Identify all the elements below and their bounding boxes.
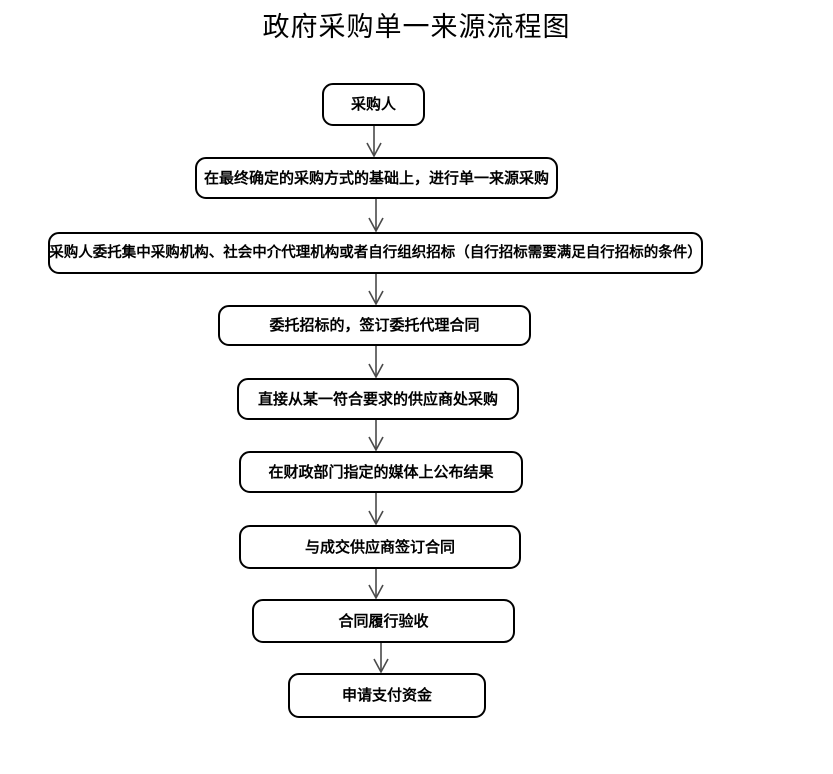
- arrowhead-n4-n5: [368, 363, 384, 379]
- flow-node-single-source-basis[interactable]: 在最终确定的采购方式的基础上，进行单一来源采购: [195, 157, 558, 199]
- arrowhead-n5-n6: [368, 436, 384, 452]
- flow-node-entrust-agency[interactable]: 采购人委托集中采购机构、社会中介代理机构或者自行组织招标（自行招标需要满足自行招…: [48, 232, 703, 274]
- flow-node-label: 直接从某一符合要求的供应商处采购: [257, 389, 498, 408]
- arrowhead-n3-n4: [368, 290, 384, 306]
- flow-node-purchase-from-supplier[interactable]: 直接从某一符合要求的供应商处采购: [237, 378, 519, 420]
- arrowhead-n1-n2: [366, 142, 382, 158]
- flow-node-label: 采购人委托集中采购机构、社会中介代理机构或者自行组织招标（自行招标需要满足自行招…: [49, 244, 702, 261]
- flow-node-label: 在财政部门指定的媒体上公布结果: [268, 462, 494, 481]
- flow-node-label: 申请支付资金: [341, 686, 432, 704]
- flow-node-label: 采购人: [350, 95, 396, 113]
- flow-node-label: 合同履行验收: [338, 611, 429, 630]
- arrowhead-n7-n8: [368, 584, 384, 600]
- flow-node-sign-agency-contract[interactable]: 委托招标的，签订委托代理合同: [218, 305, 531, 346]
- flow-node-purchaser[interactable]: 采购人: [322, 83, 425, 126]
- flow-node-publish-result[interactable]: 在财政部门指定的媒体上公布结果: [239, 451, 523, 493]
- arrowhead-n2-n3: [368, 217, 384, 233]
- flow-node-label: 在最终确定的采购方式的基础上，进行单一来源采购: [204, 168, 550, 187]
- page-title: 政府采购单一来源流程图: [262, 12, 571, 43]
- flow-node-contract-acceptance[interactable]: 合同履行验收: [252, 599, 515, 643]
- arrowhead-n8-n9: [373, 658, 389, 674]
- flow-node-sign-contract[interactable]: 与成交供应商签订合同: [239, 525, 521, 569]
- flow-node-label: 与成交供应商签订合同: [304, 537, 455, 556]
- flow-node-apply-payment[interactable]: 申请支付资金: [288, 673, 486, 718]
- flow-node-label: 委托招标的，签订委托代理合同: [269, 316, 480, 334]
- arrowhead-n6-n7: [368, 510, 384, 526]
